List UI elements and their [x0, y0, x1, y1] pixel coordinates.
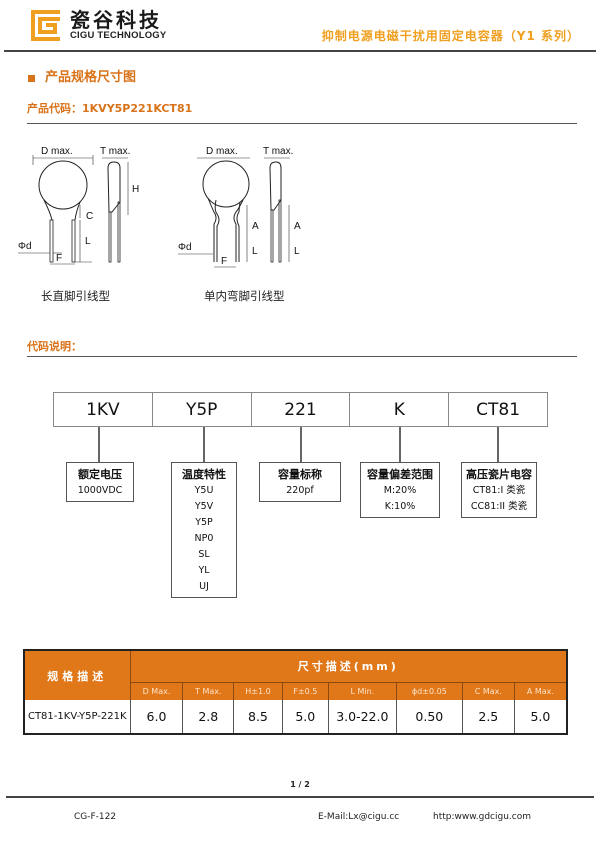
spec-value-cell: 2.5: [462, 700, 515, 734]
svg-text:L: L: [252, 246, 258, 257]
logo-english-name: CIGU TECHNOLOGY: [70, 30, 167, 41]
column-header: C Max.: [462, 681, 515, 700]
connector-line: [497, 427, 499, 462]
desc-line: K:10%: [384, 501, 416, 512]
kinked-lead-front-diagram: D max. Φd F A L: [178, 146, 259, 268]
svg-text:Φd: Φd: [18, 241, 32, 252]
connector-line: [399, 427, 401, 462]
svg-text:T max.: T max.: [100, 146, 130, 157]
series-title: 抑制电源电磁干扰用固定电容器（Y1 系列）: [321, 29, 580, 43]
desc-line: Y5U: [194, 485, 214, 496]
desc-title: 高压瓷片电容: [466, 468, 532, 481]
code-breakdown-row: 1KV Y5P 221 K CT81: [53, 392, 548, 427]
code-segment-temperature: Y5P: [153, 393, 252, 426]
svg-text:H: H: [132, 184, 139, 195]
section-divider: [27, 356, 577, 357]
header-spec-description: 规格描述: [24, 650, 131, 700]
desc-line: UJ: [199, 581, 209, 592]
svg-text:D max.: D max.: [206, 146, 238, 157]
logo-chinese-name: 瓷谷科技: [70, 8, 162, 32]
spec-value-cell: 0.50: [396, 700, 463, 734]
desc-box-capacitance: 容量标称 220pf: [259, 462, 341, 502]
kinked-lead-side-diagram: T max. A L: [263, 146, 301, 263]
column-header: H±1.0: [233, 681, 283, 700]
desc-title: 额定电压: [78, 468, 122, 481]
column-header: L Min.: [328, 681, 397, 700]
desc-box-series: 高压瓷片电容 CT81:I 类瓷 CC81:II 类瓷: [461, 462, 537, 518]
diagram-caption-straight: 长直脚引线型: [41, 289, 110, 303]
code-segment-capacitance: 221: [252, 393, 351, 426]
desc-title: 容量标称: [278, 468, 322, 481]
straight-lead-side-diagram: T max. H: [100, 146, 139, 263]
logo-mark-icon: [29, 8, 62, 43]
column-header: D Max.: [130, 681, 184, 700]
page-number: 1 / 2: [290, 780, 310, 789]
column-header: T Max.: [182, 681, 235, 700]
spec-name-cell: CT81-1KV-Y5P-221K: [24, 700, 131, 734]
desc-box-tolerance: 容量偏差范围 M:20% K:10%: [360, 462, 440, 518]
svg-text:D max.: D max.: [41, 146, 73, 157]
section-title: 产品规格尺寸图: [45, 70, 137, 85]
desc-box-voltage: 额定电压 1000VDC: [66, 462, 134, 502]
code-segment-voltage: 1KV: [54, 393, 153, 426]
desc-line: Y5V: [194, 501, 214, 512]
header-dimension-description: 尺寸描述(mm): [130, 650, 567, 682]
svg-text:A: A: [294, 221, 301, 232]
desc-line: 1000VDC: [77, 485, 123, 496]
svg-text:Φd: Φd: [178, 242, 192, 253]
spec-value-cell: 8.5: [233, 700, 283, 734]
diagram-caption-kinked: 单内弯脚引线型: [204, 289, 285, 303]
section-divider: [27, 123, 577, 124]
desc-line: CC81:II 类瓷: [470, 501, 528, 512]
desc-line: NP0: [194, 533, 214, 544]
code-segment-tolerance: K: [350, 393, 450, 426]
desc-line: M:20%: [383, 485, 417, 496]
desc-line: CT81:I 类瓷: [472, 485, 526, 496]
spec-value-cell: 6.0: [130, 700, 184, 734]
desc-line: YL: [198, 565, 210, 576]
spec-table: 规格描述 尺寸描述(mm) D Max. T Max. H±1.0 F±0.5 …: [23, 649, 568, 735]
desc-line: Y5P: [195, 517, 213, 528]
table-row: CT81-1KV-Y5P-221K 6.0 2.8 8.5 5.0 3.0-22…: [24, 700, 567, 734]
svg-text:T max.: T max.: [263, 146, 293, 157]
svg-text:F: F: [221, 256, 227, 267]
section-bullet-icon: [28, 75, 35, 82]
desc-box-temperature: 温度特性 Y5U Y5V Y5P NP0 SL YL UJ: [171, 462, 237, 598]
code-segment-series: CT81: [476, 399, 521, 420]
document-code: CG-F-122: [74, 812, 117, 822]
svg-text:F: F: [56, 253, 62, 264]
column-header: A Max.: [514, 681, 567, 700]
svg-text:A: A: [252, 221, 259, 232]
code-explanation-label: 代码说明：: [27, 340, 82, 353]
spec-value-cell: 5.0: [282, 700, 329, 734]
desc-title: 温度特性: [182, 468, 226, 481]
spec-value-cell: 5.0: [530, 709, 551, 724]
spec-value-cell: 3.0-22.0: [328, 700, 397, 734]
footer-divider: [6, 796, 594, 798]
svg-text:L: L: [85, 236, 91, 247]
spec-value-cell: 2.8: [182, 700, 235, 734]
connector-line: [203, 427, 205, 462]
desc-line: 220pf: [286, 485, 314, 496]
website-url: http:www.gdcigu.com: [433, 812, 531, 822]
svg-text:L: L: [294, 246, 300, 257]
header-divider: [4, 50, 596, 52]
column-header: F±0.5: [282, 681, 329, 700]
column-header: ϕd±0.05: [396, 681, 463, 700]
connector-line: [300, 427, 302, 462]
contact-email: E-Mail:Lx@cigu.cc: [318, 812, 400, 822]
dimension-diagrams: D max. Φd F C L T max. H: [14, 140, 314, 289]
product-code: 产品代码：1KVY5P221KCT81: [27, 102, 193, 115]
desc-line: SL: [198, 549, 210, 560]
desc-title: 容量偏差范围: [367, 468, 433, 481]
straight-lead-front-diagram: D max. Φd F C L: [18, 146, 94, 265]
connector-line: [98, 427, 100, 462]
svg-text:C: C: [86, 211, 93, 222]
